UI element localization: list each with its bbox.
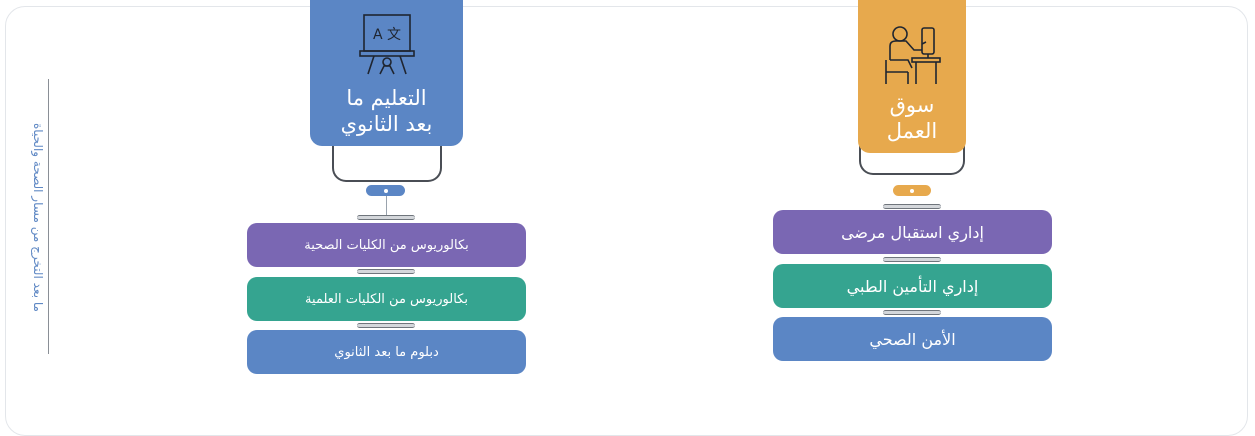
left-phone-frame xyxy=(332,139,442,182)
right-item-3: الأمن الصحي xyxy=(773,317,1052,361)
left-item-3: دبلوم ما بعد الثانوي xyxy=(247,330,526,374)
left-bar-1 xyxy=(357,215,415,220)
side-label: ما بعد التخرج من مسار الصحة والحياة xyxy=(31,123,45,312)
side-divider xyxy=(48,79,49,354)
right-bar-2 xyxy=(883,257,941,262)
right-title-line1: سوق xyxy=(889,93,935,117)
office-worker-icon xyxy=(878,20,946,90)
right-bar-3 xyxy=(883,310,941,315)
svg-text:A 文: A 文 xyxy=(372,27,400,43)
left-bar-2 xyxy=(357,269,415,274)
right-item-1: إداري استقبال مرضى xyxy=(773,210,1052,254)
right-header-tab: سوق العمل xyxy=(858,0,966,153)
left-bar-3 xyxy=(357,323,415,328)
left-item-1: بكالوريوس من الكليات الصحية xyxy=(247,223,526,267)
left-title-line2: بعد الثانوي xyxy=(340,112,433,136)
left-connector-pill xyxy=(366,185,405,196)
right-item-2: إداري التأمين الطبي xyxy=(773,264,1052,308)
left-title-line1: التعليم ما xyxy=(346,86,427,110)
left-item-2: بكالوريوس من الكليات العلمية xyxy=(247,277,526,321)
right-bar-1 xyxy=(883,204,941,209)
teacher-board-icon: A 文 xyxy=(354,12,420,82)
left-header-tab: A 文 التعليم ما بعد الثانوي xyxy=(310,0,463,146)
left-connector-line xyxy=(386,196,387,216)
right-title-line2: العمل xyxy=(886,119,938,143)
right-connector-pill xyxy=(893,185,931,196)
diagram-card xyxy=(5,6,1248,436)
